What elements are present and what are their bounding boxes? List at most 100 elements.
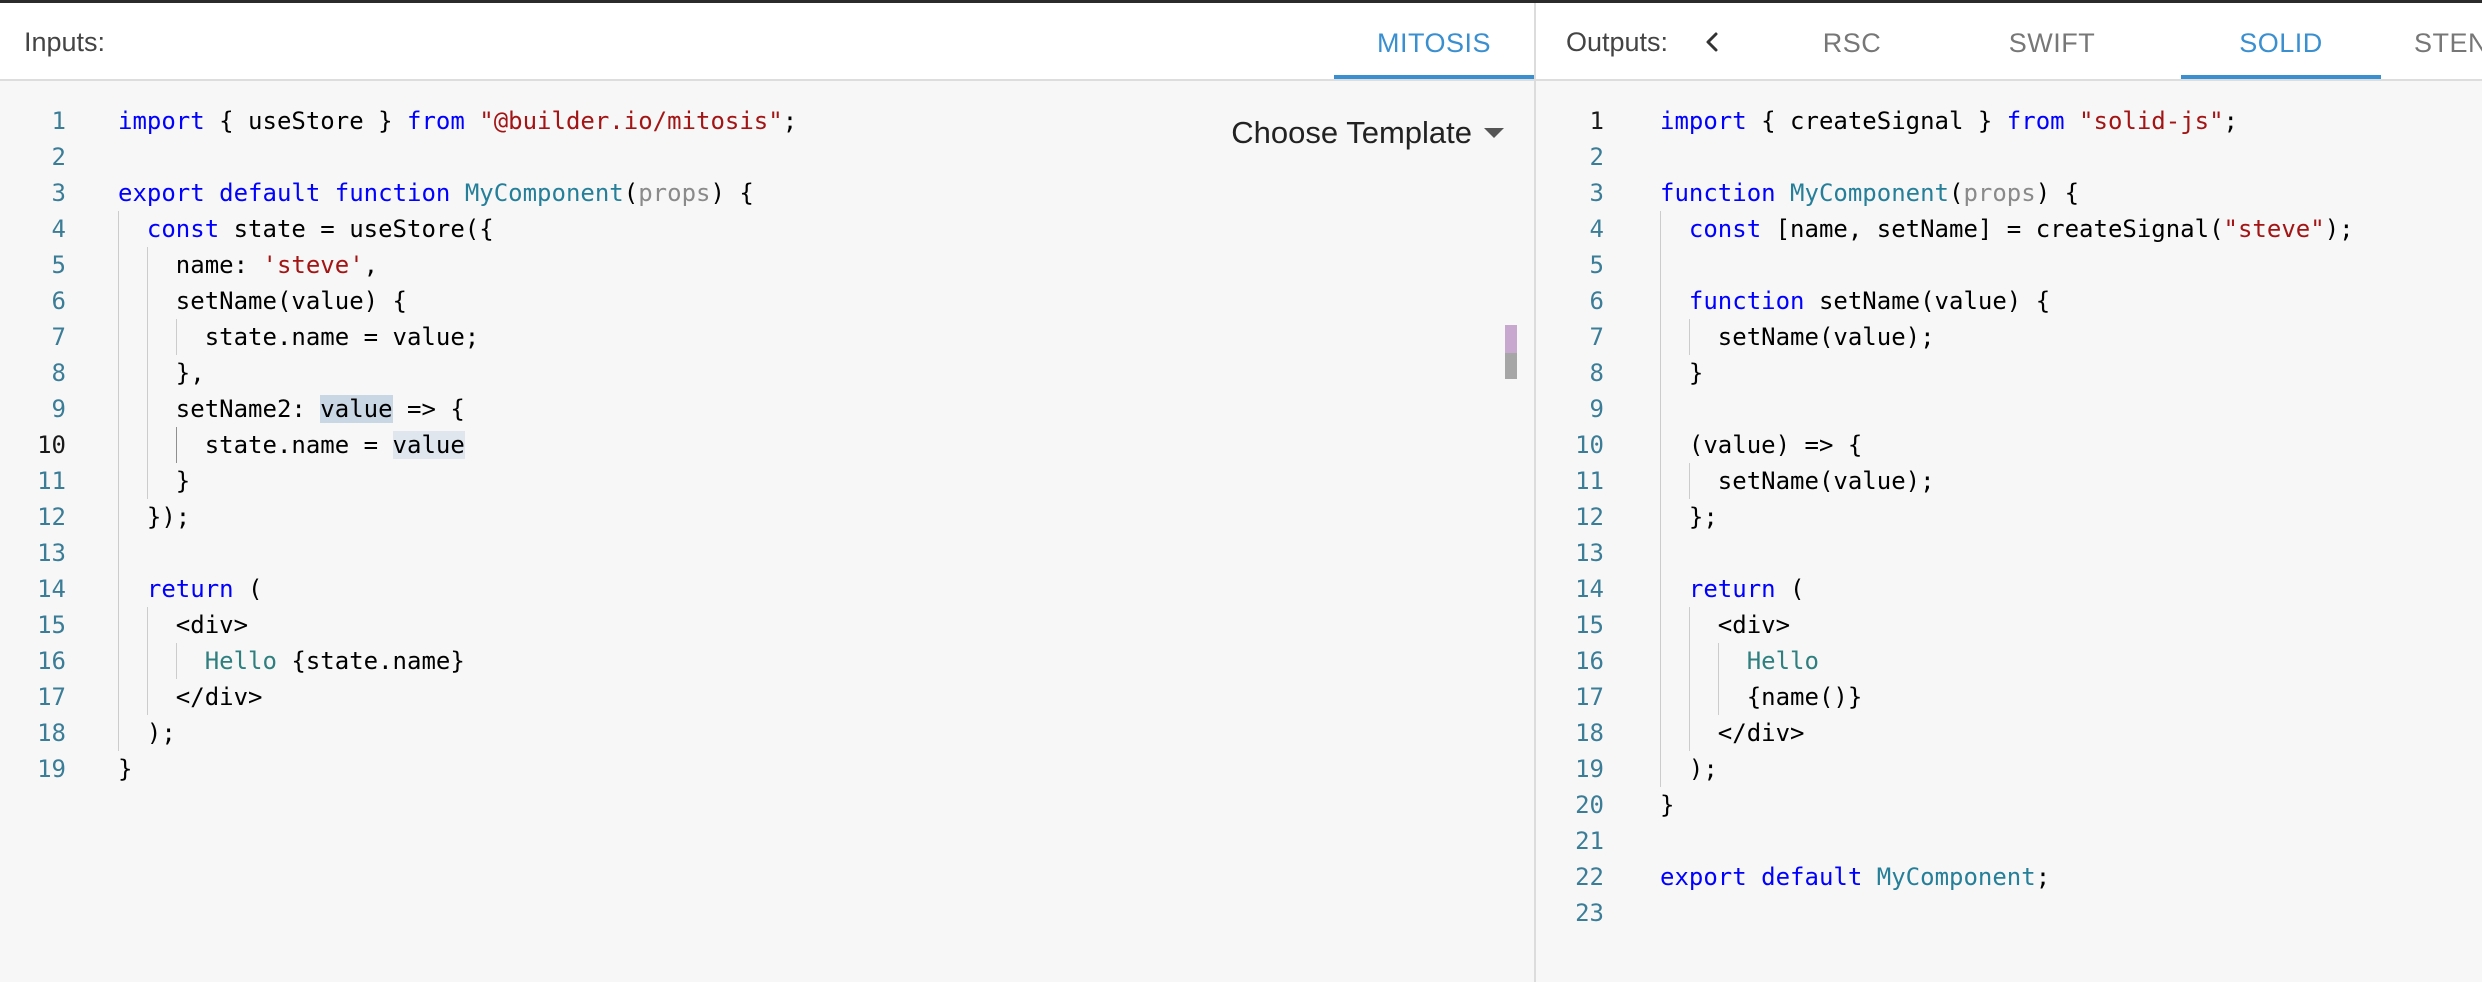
code-line: 1 import { useStore } from "@builder.io/… — [0, 103, 1534, 139]
line-number: 2 — [51, 143, 66, 171]
code-line: 14 return ( — [0, 571, 1534, 607]
code-line: 4 const [name, setName] = createSignal("… — [1536, 211, 2482, 247]
chevron-left-icon[interactable] — [1698, 27, 1726, 57]
line-number: 21 — [1575, 827, 1604, 855]
line-number: 20 — [1575, 791, 1604, 819]
line-number: 3 — [51, 179, 66, 207]
code-line: 19 } — [0, 751, 1534, 787]
line-number: 14 — [37, 575, 66, 603]
line-number: 14 — [1575, 575, 1604, 603]
line-number: 7 — [51, 323, 66, 351]
code-line: 3 function MyComponent(props) { — [1536, 175, 2482, 211]
code-line: 6 setName(value) { — [0, 283, 1534, 319]
code-line-current: 1 import { createSignal } from "solid-js… — [1536, 103, 2482, 139]
line-number: 17 — [37, 683, 66, 711]
line-number: 6 — [1589, 287, 1604, 315]
tab-solid[interactable]: SOLID — [2181, 3, 2381, 79]
code-line: 18 </div> — [1536, 715, 2482, 751]
code-line: 17 {name()} — [1536, 679, 2482, 715]
line-number: 18 — [37, 719, 66, 747]
caret-down-icon — [1484, 128, 1504, 138]
code-line: 2 — [0, 139, 1534, 175]
code-line: 14 return ( — [1536, 571, 2482, 607]
input-pane: Inputs: MITOSIS Choose Template 1 import… — [0, 3, 1536, 982]
line-number: 18 — [1575, 719, 1604, 747]
line-number: 6 — [51, 287, 66, 315]
line-number: 8 — [51, 359, 66, 387]
line-number: 15 — [37, 611, 66, 639]
tab-rsc[interactable]: RSC — [1822, 28, 1882, 58]
line-number: 16 — [1575, 647, 1604, 675]
code-line: 18 ); — [0, 715, 1534, 751]
code-line: 13 — [1536, 535, 2482, 571]
code-line: 21 — [1536, 823, 2482, 859]
code-line: 7 state.name = value; — [0, 319, 1534, 355]
line-number: 9 — [51, 395, 66, 423]
code-line: 5 — [1536, 247, 2482, 283]
tab-stencil[interactable]: STEN — [2414, 28, 2482, 58]
line-number: 5 — [1589, 251, 1604, 279]
line-number: 19 — [1575, 755, 1604, 783]
line-number: 15 — [1575, 611, 1604, 639]
code-line-current: 10 state.name = value — [0, 427, 1534, 463]
output-pane: Outputs: RSC SWIFT SOLID STEN 1 import {… — [1536, 3, 2482, 982]
code-line: 9 setName2: value => { — [0, 391, 1534, 427]
line-number: 4 — [1589, 215, 1604, 243]
code-line: 6 function setName(value) { — [1536, 283, 2482, 319]
scrollbar-thumb[interactable] — [1505, 353, 1517, 379]
code-line: 17 </div> — [0, 679, 1534, 715]
line-number: 13 — [1575, 539, 1604, 567]
scrollbar-marker-highlight — [1505, 325, 1517, 353]
outputs-label: Outputs: — [1566, 27, 1669, 57]
code-line: 9 — [1536, 391, 2482, 427]
code-line: 11 setName(value); — [1536, 463, 2482, 499]
code-line: 7 setName(value); — [1536, 319, 2482, 355]
code-line: 13 — [0, 535, 1534, 571]
input-header: Inputs: MITOSIS — [0, 3, 1534, 81]
line-number: 16 — [37, 647, 66, 675]
line-number: 1 — [51, 107, 66, 135]
line-number: 13 — [37, 539, 66, 567]
code-line: 12 }); — [0, 499, 1534, 535]
code-line: 10 (value) => { — [1536, 427, 2482, 463]
code-line: 11 } — [0, 463, 1534, 499]
choose-template-button[interactable]: Choose Template — [1231, 115, 1504, 151]
code-line: 8 }, — [0, 355, 1534, 391]
code-line: 12 }; — [1536, 499, 2482, 535]
line-number: 8 — [1589, 359, 1604, 387]
line-number: 7 — [1589, 323, 1604, 351]
code-line: 19 ); — [1536, 751, 2482, 787]
line-number: 22 — [1575, 863, 1604, 891]
code-line: 20 } — [1536, 787, 2482, 823]
line-number: 4 — [51, 215, 66, 243]
line-number: 12 — [1575, 503, 1604, 531]
input-code-editor[interactable]: 1 import { useStore } from "@builder.io/… — [0, 103, 1534, 982]
line-number: 2 — [1589, 143, 1604, 171]
line-number: 3 — [1589, 179, 1604, 207]
code-line: 4 const state = useStore({ — [0, 211, 1534, 247]
code-line: 5 name: 'steve', — [0, 247, 1534, 283]
code-line: 15 <div> — [0, 607, 1534, 643]
code-line: 2 — [1536, 139, 2482, 175]
line-number: 10 — [1575, 431, 1604, 459]
line-number: 10 — [37, 431, 66, 459]
line-number: 12 — [37, 503, 66, 531]
code-line: 16 Hello {state.name} — [0, 643, 1534, 679]
code-line: 16 Hello — [1536, 643, 2482, 679]
code-line: 23 — [1536, 895, 2482, 931]
line-number: 17 — [1575, 683, 1604, 711]
line-number: 9 — [1589, 395, 1604, 423]
line-number: 11 — [37, 467, 66, 495]
choose-template-label: Choose Template — [1231, 115, 1472, 150]
code-line: 3 export default function MyComponent(pr… — [0, 175, 1534, 211]
output-header: Outputs: RSC SWIFT SOLID STEN — [1536, 3, 2482, 81]
code-line: 8 } — [1536, 355, 2482, 391]
line-number: 19 — [37, 755, 66, 783]
code-line: 15 <div> — [1536, 607, 2482, 643]
tab-swift[interactable]: SWIFT — [2008, 28, 2096, 58]
output-code-editor[interactable]: 1 import { createSignal } from "solid-js… — [1536, 103, 2482, 982]
line-number: 11 — [1575, 467, 1604, 495]
tab-mitosis[interactable]: MITOSIS — [1334, 3, 1534, 79]
line-number: 1 — [1589, 107, 1604, 135]
line-number: 23 — [1575, 899, 1604, 927]
